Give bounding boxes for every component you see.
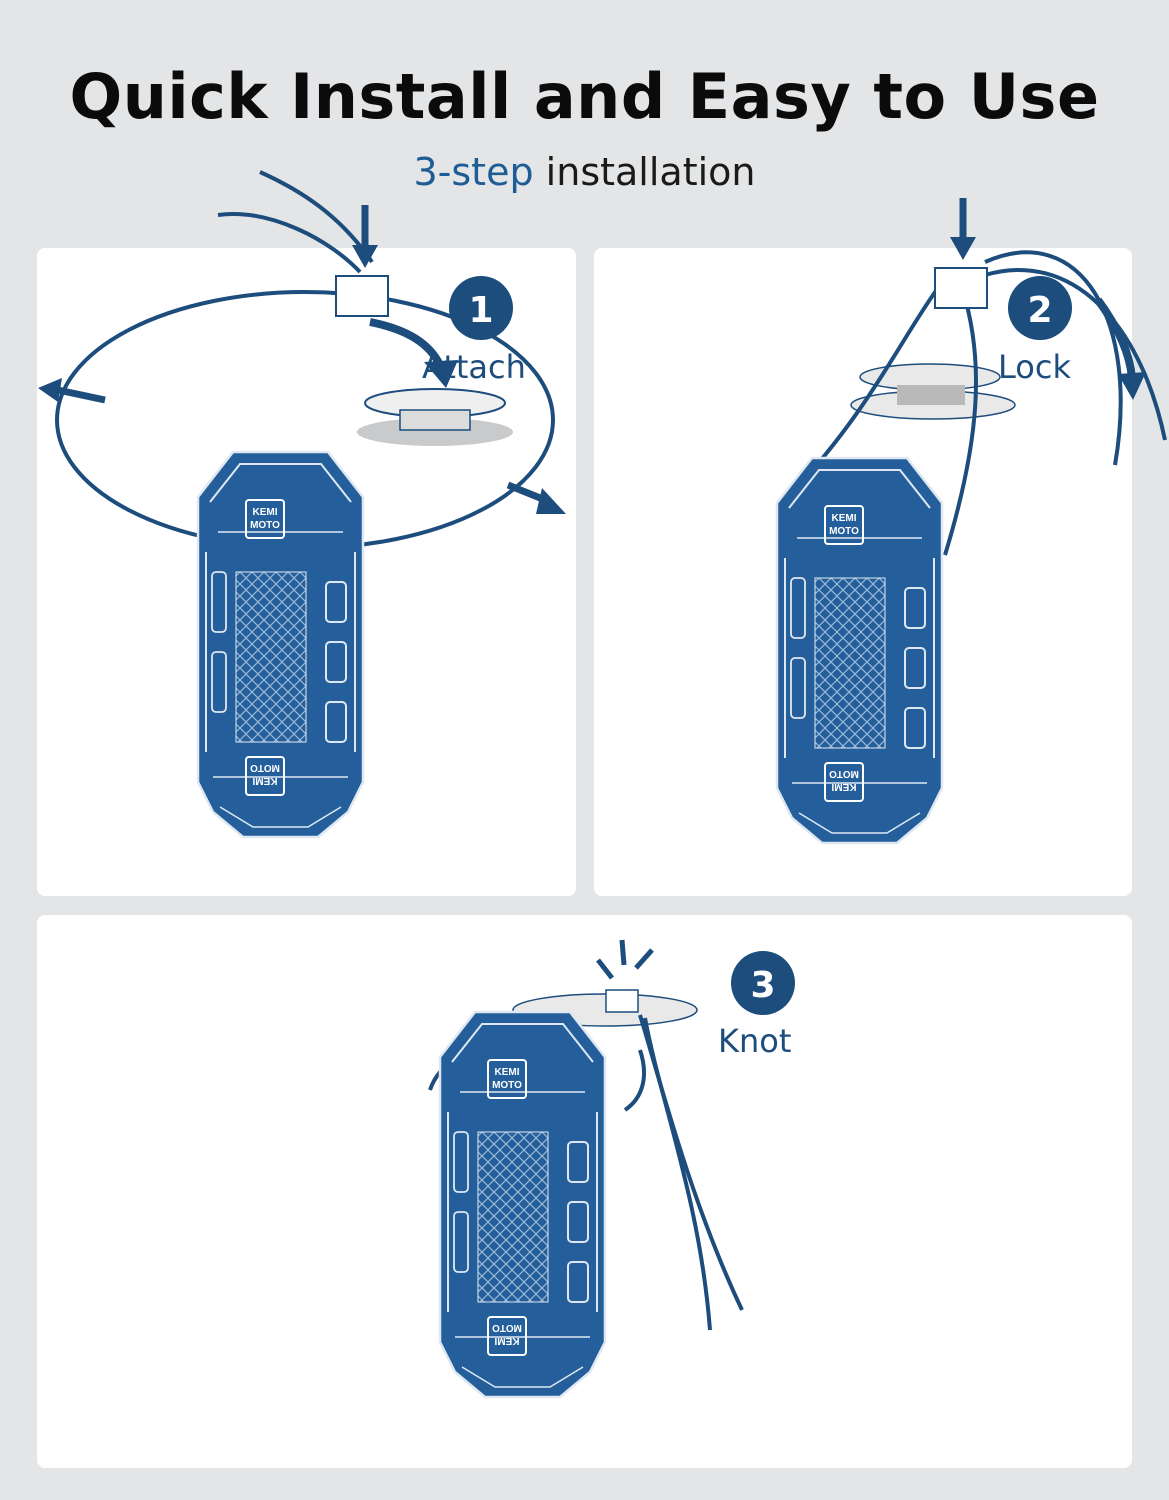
step-3-number: 3 (750, 965, 775, 1006)
step-2-label: Lock (998, 348, 1071, 386)
step-1-label: Attach (422, 348, 526, 386)
subtitle-rest: installation (533, 150, 756, 194)
page-title: Quick Install and Easy to Use (69, 60, 1100, 133)
step-3-label: Knot (718, 1022, 792, 1060)
page-subtitle: 3-step installation (0, 150, 1169, 194)
step-1-illustration: 1 (38, 170, 566, 839)
step-2-illustration: 2 (775, 198, 1167, 845)
step-1-number: 1 (468, 290, 493, 331)
subtitle-accent: 3-step (413, 150, 534, 194)
step-2-number: 2 (1027, 290, 1052, 331)
step-3-illustration: 3 (428, 939, 795, 1399)
